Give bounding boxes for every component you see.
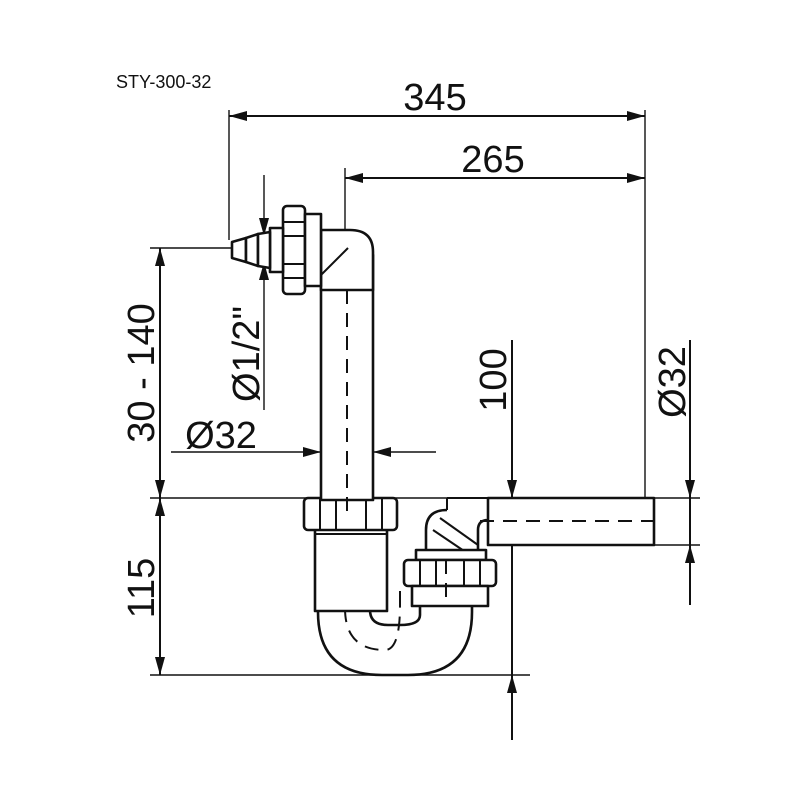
hose-connector-label: Ø1/2" bbox=[226, 306, 268, 402]
inlet-height-label: 30 - 140 bbox=[121, 303, 163, 442]
dimension-345 bbox=[229, 111, 645, 121]
outlet-union-nut bbox=[402, 548, 498, 608]
hose-barb bbox=[230, 230, 272, 270]
overall-width-label: 345 bbox=[403, 77, 466, 119]
trap-height-label: 115 bbox=[121, 558, 163, 619]
trap-union-nut bbox=[302, 496, 399, 532]
outlet-height-label: 100 bbox=[473, 348, 515, 411]
trap-body bbox=[313, 523, 389, 613]
dimension-265 bbox=[345, 173, 645, 183]
dimension-inlet-32 bbox=[303, 447, 391, 457]
dimension-115 bbox=[155, 498, 165, 675]
outlet-pipe bbox=[424, 496, 656, 557]
dimension-hose-1-2 bbox=[259, 218, 269, 280]
dimension-outlet-32 bbox=[685, 340, 695, 605]
dimension-30-140 bbox=[155, 248, 165, 498]
inlet-pipe bbox=[319, 228, 375, 520]
hose-connector-nut bbox=[268, 204, 323, 296]
u-trap bbox=[316, 590, 474, 677]
outlet-width-label: 265 bbox=[461, 139, 524, 181]
outlet-diameter-label: Ø32 bbox=[652, 346, 694, 418]
inlet-diameter-label: Ø32 bbox=[185, 415, 257, 457]
product-code: STY-300-32 bbox=[116, 72, 212, 92]
